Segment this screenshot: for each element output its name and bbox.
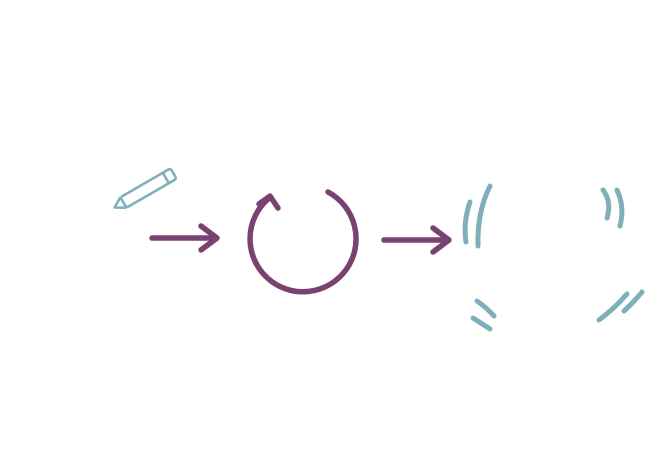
arrow-right-icon (381, 225, 452, 255)
pencil-icon (113, 167, 177, 209)
radiating-arcs-icon (462, 183, 645, 332)
arrow-right-icon (149, 223, 220, 253)
refresh-cycle-icon (247, 189, 359, 295)
